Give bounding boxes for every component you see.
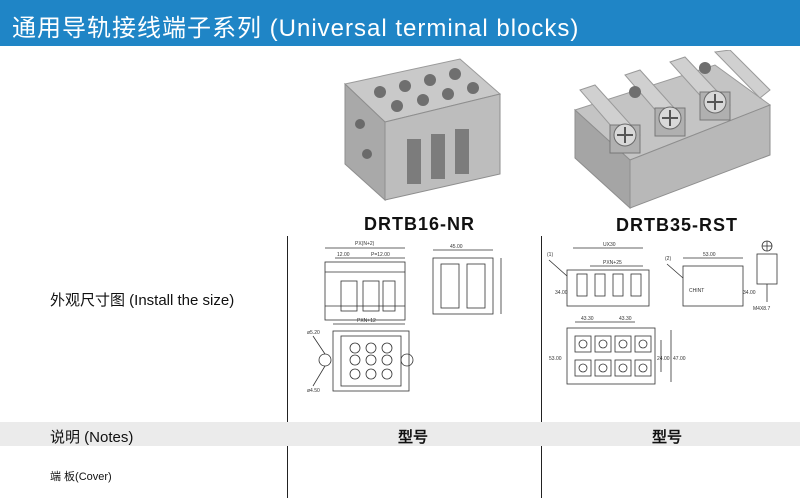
cover-label: 端 板(Cover) [50, 471, 112, 483]
ref-2: (2) [665, 256, 671, 262]
product-photo-drtb16-nr [343, 58, 502, 202]
dim-5-20: ø5.20 [307, 330, 320, 336]
dim-2400: 24.00 [657, 356, 670, 362]
dim-45: 45.00 [450, 244, 463, 250]
dim-3400-b: 34.00 [743, 290, 756, 296]
install-size-label: 外观尺寸图 (Install the size) [50, 292, 235, 309]
dim-3400-a: 34.00 [555, 290, 568, 296]
dim-4330-a: 43.30 [581, 316, 594, 322]
dim-5300: 53.00 [549, 356, 562, 362]
model-name-drtb16-nr: DRTB16-NR [364, 214, 476, 234]
product-photo-drtb35-rst [574, 50, 772, 210]
type-label-col-2: 型号 [652, 429, 683, 446]
page-header: 通用导轨接线端子系列 (Universal terminal blocks) [0, 0, 800, 46]
dim-pxn25: PXN+25 [603, 260, 622, 266]
dimension-drawing-drtb16-nr: PX(N+2) 12.00 P=12.00 45.00 PXN+12 ø5.20… [307, 241, 502, 394]
ref-1: (1) [547, 252, 553, 258]
notes-row-background [0, 422, 800, 446]
dim-4-50: ø4.50 [307, 388, 320, 394]
dim-4330-b: 43.30 [619, 316, 632, 322]
dim-p12: P=12.00 [371, 252, 390, 258]
notes-label: 说明 (Notes) [50, 429, 134, 446]
dim-pxn12: PXN+12 [357, 318, 376, 324]
page-title: 通用导轨接线端子系列 (Universal terminal blocks) [12, 15, 580, 42]
type-label-col-1: 型号 [398, 429, 429, 446]
chint-label: CHINT [689, 288, 704, 294]
column-divider-right [541, 236, 542, 498]
dimension-drawing-drtb35-rst: UX30 PXN+25 (1) (2) 34.00 34.00 53.00 CH… [547, 240, 778, 385]
dim-4700: 47.00 [673, 356, 686, 362]
dim-ux30: UX30 [603, 242, 616, 248]
dim-px-n-plus-2: PX(N+2) [355, 241, 375, 247]
dim-5300-side: 53.00 [703, 252, 716, 258]
dim-m4x87: M4X8.7 [753, 306, 770, 312]
dim-12: 12.00 [337, 252, 350, 258]
column-divider-left [287, 236, 288, 498]
model-name-drtb35-rst: DRTB35-RST [616, 215, 739, 235]
